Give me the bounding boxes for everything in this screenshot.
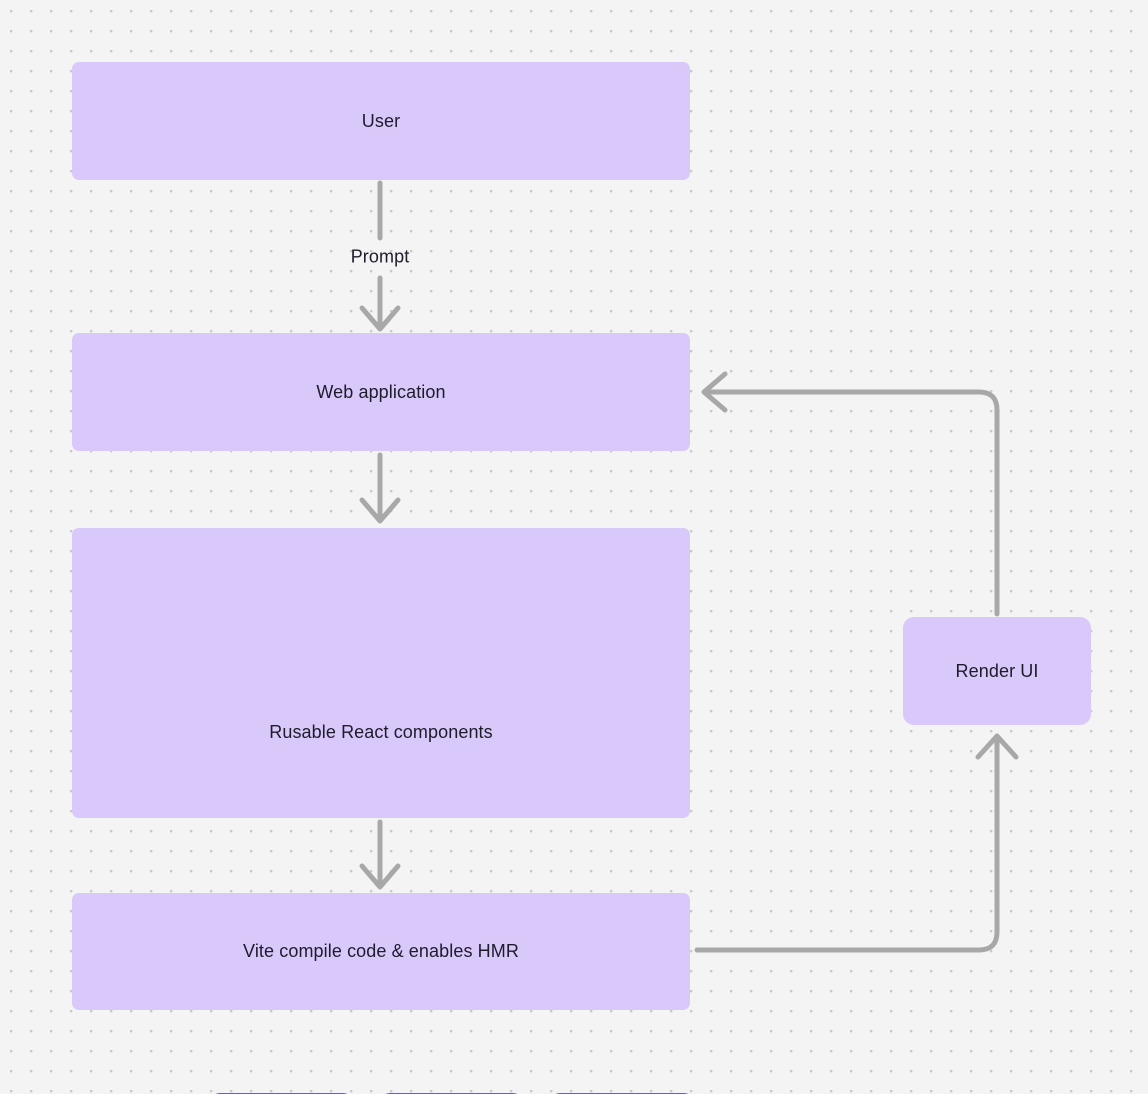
node-vite[interactable]: Vite compile code & enables HMR xyxy=(72,893,690,1010)
node-user[interactable]: User xyxy=(72,62,690,180)
edge-vite-to-render xyxy=(694,735,1000,953)
edge-webapp-to-components-arrowhead xyxy=(359,497,401,524)
edge-prompt-to-webapp-arrowhead xyxy=(359,305,401,332)
node-render-ui[interactable]: Render UI xyxy=(903,617,1091,725)
node-vite-label: Vite compile code & enables HMR xyxy=(243,941,519,962)
node-user-label: User xyxy=(361,110,401,131)
edge-components-to-vite-arrowhead xyxy=(359,863,401,890)
edge-vite-to-render-arrowhead xyxy=(975,733,1019,760)
edge-render-to-webapp-arrowhead xyxy=(701,371,728,413)
node-components-container[interactable]: HTML = structure CSS = Styles & Layouts … xyxy=(72,528,695,1094)
edge-render-to-webapp xyxy=(703,389,1000,617)
edge-label-prompt: Prompt xyxy=(350,246,410,267)
node-web-application-label: Web application xyxy=(316,381,446,402)
node-web-application[interactable]: Web application xyxy=(72,333,690,451)
node-render-ui-label: Render UI xyxy=(955,660,1039,681)
node-components-caption: Rusable React components xyxy=(269,722,493,742)
